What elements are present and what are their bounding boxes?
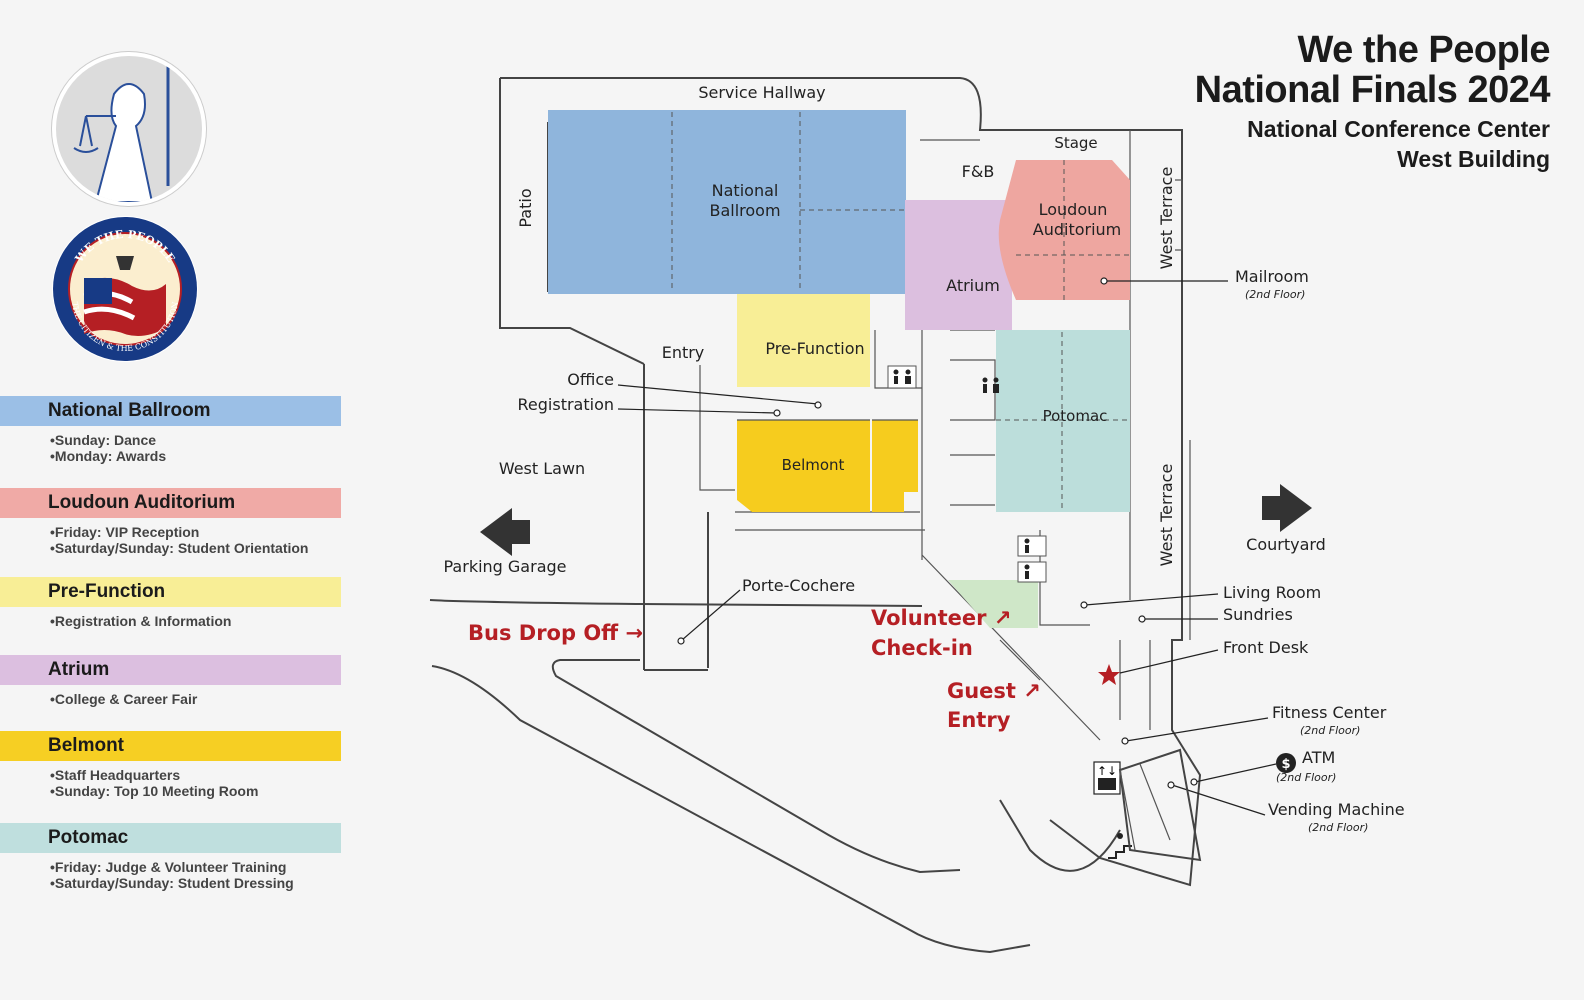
legend-item: Monday: Awards xyxy=(50,448,341,464)
room-label-loudoun: Loudoun xyxy=(1039,200,1108,219)
elevator-icon xyxy=(1093,761,1121,795)
room-label-atrium: Atrium xyxy=(946,276,1000,295)
arrow-right-icon xyxy=(1262,484,1312,532)
lady-justice-logo xyxy=(52,52,206,206)
label-mailroom-floor: (2nd Floor) xyxy=(1245,288,1305,301)
legend-item: Friday: Judge & Volunteer Training xyxy=(50,859,341,875)
label-office: Office xyxy=(567,370,614,389)
label-parking-garage: Parking Garage xyxy=(444,557,567,576)
legend-title: Atrium xyxy=(0,655,341,685)
callout-bus-drop-off: Bus Drop Off → xyxy=(468,621,643,645)
label-mailroom: Mailroom xyxy=(1235,267,1309,286)
legend-item: Saturday/Sunday: Student Dressing xyxy=(50,875,341,891)
legend-list: Friday: VIP ReceptionSaturday/Sunday: St… xyxy=(0,524,341,556)
callout-guest: Guest ↗ xyxy=(947,679,1041,703)
svg-text:$: $ xyxy=(1281,757,1290,772)
room-label-auditorium: Auditorium xyxy=(1033,220,1122,239)
legend-list: Staff HeadquartersSunday: Top 10 Meeting… xyxy=(0,767,341,799)
label-west-terrace-top: West Terrace xyxy=(1157,167,1176,270)
potomac-area[interactable] xyxy=(996,330,1130,512)
title-line-3: National Conference Center xyxy=(1247,116,1550,142)
legend-section: BelmontStaff HeadquartersSunday: Top 10 … xyxy=(0,731,341,799)
label-porte-cochere: Porte-Cochere xyxy=(742,576,855,595)
belmont-annex-area[interactable] xyxy=(872,420,918,512)
label-front-desk: Front Desk xyxy=(1223,638,1309,657)
stairs-icon xyxy=(1108,833,1132,859)
legend-item: Registration & Information xyxy=(50,613,341,629)
room-label-fb: F&B xyxy=(962,162,995,181)
legend-title: National Ballroom xyxy=(0,396,341,426)
label-registration: Registration xyxy=(518,395,614,414)
label-entry: Entry xyxy=(662,343,705,362)
label-atm-floor: (2nd Floor) xyxy=(1276,771,1336,784)
legend-title: Loudoun Auditorium xyxy=(0,488,341,518)
legend-list: Friday: Judge & Volunteer TrainingSaturd… xyxy=(0,859,341,891)
legend-title: Pre-Function xyxy=(0,577,341,607)
leader-lines xyxy=(617,277,1277,816)
label-living-room: Living Room xyxy=(1223,583,1321,602)
volunteer-checkin-area[interactable] xyxy=(948,580,1038,628)
prefunction-area[interactable] xyxy=(737,294,870,387)
restroom-icon xyxy=(887,365,917,389)
room-label-stage: Stage xyxy=(1054,134,1097,152)
legend-section: Pre-FunctionRegistration & Information xyxy=(0,577,341,629)
label-west-lawn: West Lawn xyxy=(499,459,585,478)
title-line-2: National Finals 2024 xyxy=(1194,69,1551,111)
legend-item: College & Career Fair xyxy=(50,691,341,707)
vestibule-outline xyxy=(1118,748,1202,862)
front-desk-star-icon xyxy=(1098,664,1120,685)
legend-item: Sunday: Top 10 Meeting Room xyxy=(50,783,341,799)
label-atm: ATM xyxy=(1302,748,1335,767)
loudoun-auditorium-area[interactable] xyxy=(998,160,1130,300)
legend-item: Saturday/Sunday: Student Orientation xyxy=(50,540,341,556)
atrium-area[interactable] xyxy=(905,200,1012,330)
room-label-prefunction: Pre-Function xyxy=(765,339,864,358)
label-west-terrace-bottom: West Terrace xyxy=(1157,464,1176,567)
room-label-belmont: Belmont xyxy=(782,456,845,474)
label-fitness-center: Fitness Center xyxy=(1272,703,1387,722)
callout-volunteer: Volunteer ↗ xyxy=(871,606,1011,630)
elevator-arrows: ↑↓ xyxy=(1097,764,1117,778)
label-vending-machine: Vending Machine xyxy=(1268,800,1405,819)
legend-list: Sunday: DanceMonday: Awards xyxy=(0,432,341,464)
room-label-ballroom: Ballroom xyxy=(709,201,780,220)
label-courtyard: Courtyard xyxy=(1246,535,1326,554)
legend-title: Belmont xyxy=(0,731,341,761)
callout-entry: Entry xyxy=(947,708,1011,732)
title-block: We the People National Finals 2024 Natio… xyxy=(1194,29,1551,174)
label-sundries: Sundries xyxy=(1223,605,1293,624)
roads xyxy=(429,599,1121,954)
restroom-icon xyxy=(982,377,999,393)
legend-section: National BallroomSunday: DanceMonday: Aw… xyxy=(0,396,341,464)
room-label-potomac: Potomac xyxy=(1043,407,1108,425)
callout-check-in: Check-in xyxy=(871,636,973,660)
legend-item: Staff Headquarters xyxy=(50,767,341,783)
title-line-4: West Building xyxy=(1397,146,1550,172)
restroom-icon xyxy=(1017,535,1047,583)
label-service-hallway: Service Hallway xyxy=(698,83,825,102)
legend-title: Potomac xyxy=(0,823,341,853)
legend-section: AtriumCollege & Career Fair xyxy=(0,655,341,707)
title-line-1: We the People xyxy=(1297,29,1550,71)
national-ballroom-area[interactable] xyxy=(548,110,906,294)
label-fitness-floor: (2nd Floor) xyxy=(1300,724,1360,737)
legend-item: Sunday: Dance xyxy=(50,432,341,448)
legend-item: Friday: VIP Reception xyxy=(50,524,341,540)
belmont-area[interactable] xyxy=(737,420,870,512)
legend-list: College & Career Fair xyxy=(0,691,341,707)
legend-list: Registration & Information xyxy=(0,613,341,629)
we-the-people-seal: WE THE PEOPLE THE CITIZEN & THE CONSTITU… xyxy=(52,216,198,362)
legend-section: Loudoun AuditoriumFriday: VIP ReceptionS… xyxy=(0,488,341,556)
room-label-national: National xyxy=(712,181,779,200)
arrow-left-icon xyxy=(480,508,530,556)
label-patio: Patio xyxy=(516,188,535,227)
label-vending-floor: (2nd Floor) xyxy=(1308,821,1368,834)
atm-icon: $ xyxy=(1276,753,1296,773)
legend-section: PotomacFriday: Judge & Volunteer Trainin… xyxy=(0,823,341,891)
